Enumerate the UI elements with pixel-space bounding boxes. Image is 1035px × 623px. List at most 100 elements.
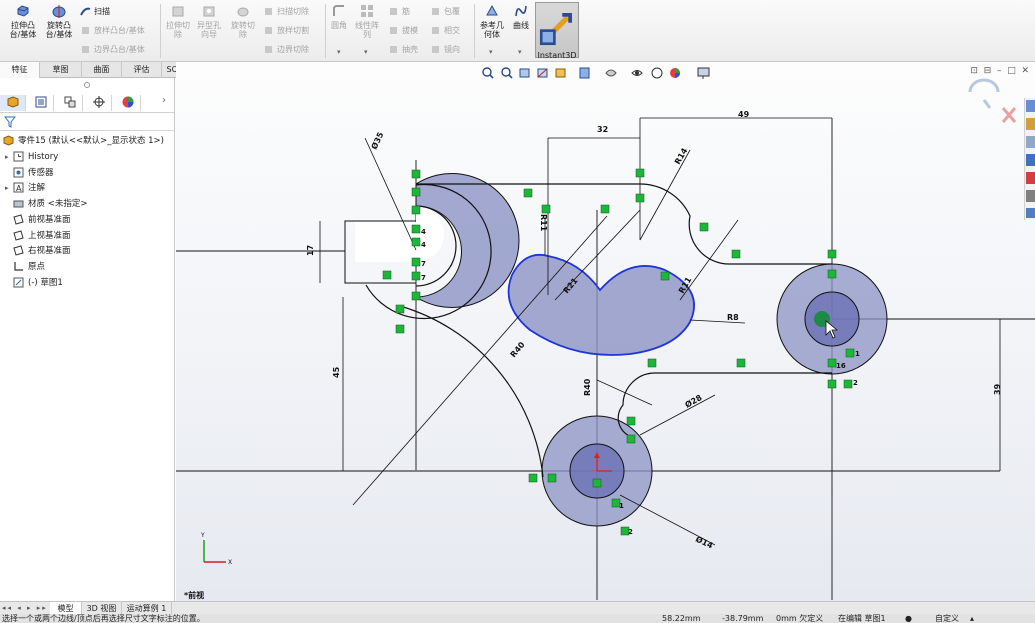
sketch-relation-icon[interactable] bbox=[827, 358, 837, 368]
sketch-relation-icon[interactable] bbox=[528, 473, 538, 483]
maximize-icon[interactable]: □ bbox=[1007, 66, 1016, 76]
sketch-relation-icon[interactable] bbox=[736, 358, 746, 368]
tree-filter-bar[interactable] bbox=[0, 113, 175, 131]
tab-scroll-arrows-icon[interactable]: ◂◂ ◂ ▸ ▸▸ bbox=[2, 604, 48, 612]
sketch-relation-icon[interactable] bbox=[660, 271, 670, 281]
tree-item[interactable]: 右视基准面 bbox=[5, 244, 71, 259]
apply-scene-icon[interactable] bbox=[670, 68, 680, 78]
feature-manager-tab[interactable] bbox=[0, 95, 26, 111]
pattern-dropdown-icon[interactable]: ▾ bbox=[364, 48, 368, 56]
appearances-icon[interactable] bbox=[1026, 172, 1035, 184]
curves-button[interactable]: 曲线 bbox=[508, 3, 534, 30]
tree-root-part[interactable]: 零件15 (默认<<默认>_显示状态 1>) bbox=[3, 134, 164, 149]
sketch-relation-icon[interactable] bbox=[731, 249, 741, 259]
sketch-relation-icon[interactable] bbox=[827, 379, 837, 389]
outer-arc[interactable] bbox=[365, 183, 492, 320]
lofted-cut-button[interactable]: 放样切割 bbox=[263, 24, 309, 37]
sweep-button[interactable]: 扫描 bbox=[80, 5, 110, 18]
dimxpert-tab[interactable] bbox=[86, 95, 112, 111]
forum-icon[interactable] bbox=[1026, 208, 1035, 218]
sketch-relation-icon[interactable] bbox=[827, 269, 837, 279]
dynamic-annotation-icon[interactable] bbox=[555, 68, 566, 78]
kidney-slot-profile[interactable] bbox=[507, 254, 695, 356]
pane-expand-icon[interactable]: › bbox=[162, 95, 166, 106]
tab-evaluate[interactable]: 评估 bbox=[122, 62, 162, 78]
sketch-relation-icon[interactable] bbox=[395, 304, 405, 314]
restore-view-icon[interactable]: ⊡ bbox=[970, 66, 978, 76]
fillet-button[interactable]: 圆角 bbox=[328, 3, 350, 30]
reference-geometry-button[interactable]: 参考几 何体 bbox=[478, 3, 506, 39]
sketch-relation-icon[interactable] bbox=[411, 205, 421, 215]
dim-r40-text[interactable]: R40 bbox=[509, 340, 527, 359]
sketch-relation-icon[interactable] bbox=[699, 222, 709, 232]
property-manager-tab[interactable] bbox=[28, 95, 54, 111]
sketch-relation-icon[interactable] bbox=[845, 348, 855, 358]
revolve-cut-button[interactable]: 旋转切 除 bbox=[228, 3, 258, 39]
lower-right-outline[interactable] bbox=[617, 372, 832, 438]
graphics-area[interactable]: Ø35 32 49 R14 R11 17 R21 R11 R8 R40 45 R… bbox=[176, 62, 1035, 601]
dim-d14-text[interactable]: Ø14 bbox=[694, 534, 715, 551]
tab-motion-study[interactable]: 运动算例 1 bbox=[122, 602, 172, 615]
dim-d28-text[interactable]: Ø28 bbox=[683, 392, 704, 410]
sketch-relation-icon[interactable] bbox=[620, 526, 630, 536]
sketch-relation-icon[interactable] bbox=[411, 169, 421, 179]
sketch-relation-icon[interactable] bbox=[411, 187, 421, 197]
fillet-dropdown-icon[interactable]: ▾ bbox=[337, 48, 341, 56]
units-dropdown-icon[interactable]: ▴ bbox=[970, 614, 975, 623]
sketch-relation-icon[interactable] bbox=[647, 358, 657, 368]
tree-item[interactable]: 材质 <未指定> bbox=[5, 197, 87, 212]
lower-left-arc[interactable] bbox=[399, 305, 544, 478]
rebuild-icon[interactable]: ● bbox=[905, 614, 912, 623]
boundary-cut-button[interactable]: 边界切除 bbox=[263, 43, 309, 56]
instant3d-button[interactable]: Instant3D bbox=[535, 2, 579, 60]
minimize-icon[interactable]: – bbox=[996, 66, 1002, 76]
sketch-relation-icon[interactable] bbox=[523, 188, 533, 198]
slot-lines[interactable] bbox=[344, 220, 416, 284]
configuration-manager-tab[interactable] bbox=[57, 95, 83, 111]
expand-arrow-icon[interactable]: ▸ bbox=[5, 153, 9, 161]
tree-item[interactable]: ▸History bbox=[5, 150, 58, 165]
dim-d35-text[interactable]: Ø35 bbox=[369, 130, 386, 151]
view-orientation-icon[interactable] bbox=[579, 67, 590, 79]
sketch-relation-icon[interactable] bbox=[600, 204, 610, 214]
view-settings-icon[interactable] bbox=[697, 67, 710, 79]
file-explorer-icon[interactable] bbox=[1026, 136, 1035, 148]
dim-r14-text[interactable]: R14 bbox=[673, 146, 690, 166]
dim-r8-text[interactable]: R8 bbox=[727, 313, 739, 322]
zoom-to-fit-icon[interactable] bbox=[482, 67, 494, 79]
edit-appearance-icon[interactable] bbox=[651, 67, 663, 79]
view-palette-icon[interactable] bbox=[1026, 154, 1035, 166]
hide-show-items-icon[interactable] bbox=[631, 70, 643, 76]
sketch-relation-icon[interactable] bbox=[411, 291, 421, 301]
section-view-icon[interactable] bbox=[537, 68, 548, 78]
sketch-relation-icon[interactable] bbox=[635, 168, 645, 178]
tab-sketch[interactable]: 草图 bbox=[40, 62, 82, 78]
tree-item[interactable]: 前视基准面 bbox=[5, 213, 71, 228]
tree-item[interactable]: 传感器 bbox=[5, 166, 54, 181]
dim-r11-top-text[interactable]: R11 bbox=[539, 214, 548, 232]
inner-arc[interactable] bbox=[415, 205, 457, 287]
sketch-relation-icon[interactable] bbox=[827, 249, 837, 259]
sketch-relation-icon[interactable] bbox=[411, 237, 421, 247]
loft-boss-button[interactable]: 放样凸台/基体 bbox=[80, 24, 145, 37]
tab-3d-views[interactable]: 3D 视图 bbox=[82, 602, 122, 615]
top-outline[interactable] bbox=[416, 183, 832, 265]
extrude-cut-button[interactable]: 拉伸切 除 bbox=[164, 3, 192, 39]
tree-item[interactable]: 原点 bbox=[5, 260, 45, 275]
rib-button[interactable]: 筋 bbox=[388, 5, 410, 18]
custom-properties-icon[interactable] bbox=[1026, 190, 1035, 202]
tree-item[interactable]: (-) 草图1 bbox=[5, 276, 63, 291]
sketch-relation-icon[interactable] bbox=[411, 257, 421, 267]
shell-button[interactable]: 抽壳 bbox=[388, 43, 418, 56]
ref-geometry-dropdown-icon[interactable]: ▾ bbox=[489, 48, 493, 56]
previous-view-icon[interactable] bbox=[519, 68, 530, 78]
zoom-area-icon[interactable] bbox=[501, 67, 513, 79]
sketch-relation-icon[interactable] bbox=[592, 478, 602, 488]
expand-arrow-icon[interactable]: ▸ bbox=[5, 184, 9, 193]
close-icon[interactable]: ✕ bbox=[1021, 66, 1029, 76]
display-manager-tab[interactable] bbox=[115, 95, 141, 111]
mirror-button[interactable]: 镜向 bbox=[430, 43, 460, 56]
dim-39-text[interactable]: 39 bbox=[993, 383, 1002, 395]
sketch-canvas[interactable]: Ø35 32 49 R14 R11 17 R21 R11 R8 R40 45 R… bbox=[176, 62, 1035, 601]
